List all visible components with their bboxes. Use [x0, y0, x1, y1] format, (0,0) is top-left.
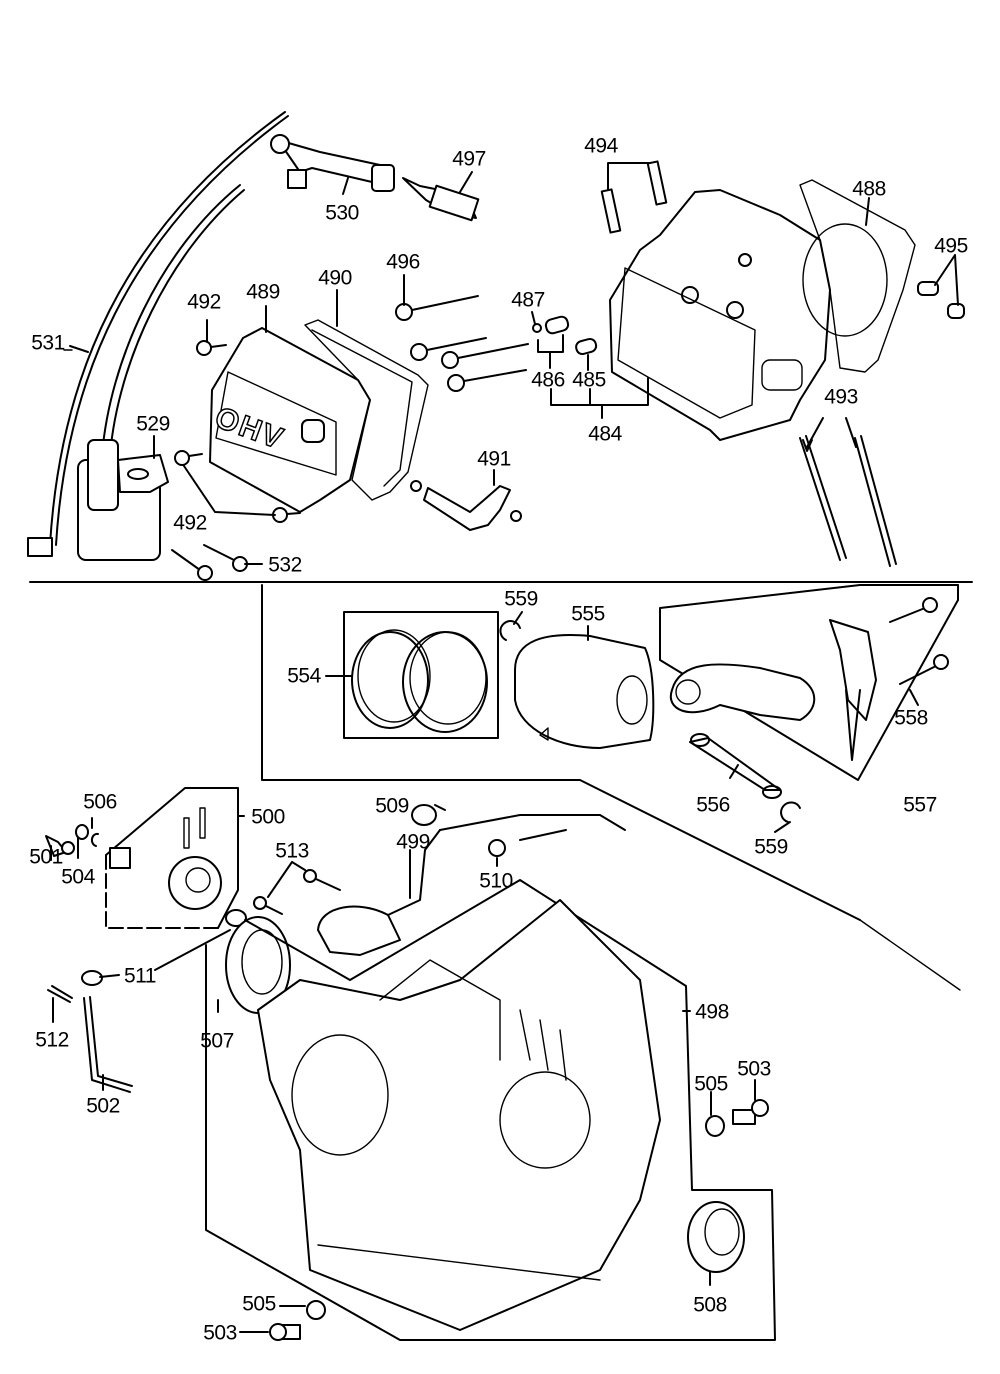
part-label-513[interactable]: 513 — [275, 839, 309, 863]
part-495-dowel-pins — [917, 281, 965, 319]
part-label-531[interactable]: 531 — [31, 331, 65, 355]
part-label-489[interactable]: 489 — [246, 280, 280, 304]
part-label-510[interactable]: 510 — [479, 869, 513, 893]
part-label-503-right[interactable]: 503 — [737, 1057, 771, 1081]
part-label-511[interactable]: 511 — [124, 964, 156, 988]
leader-lines-crankcase — [50, 804, 756, 1333]
part-490-valve-cover-gasket — [304, 319, 429, 501]
part-label-512[interactable]: 512 — [35, 1028, 69, 1052]
part-505-washers — [306, 1115, 725, 1320]
part-label-484[interactable]: 484 — [588, 422, 622, 446]
part-504-washer — [75, 824, 89, 840]
part-label-505-bottom[interactable]: 505 — [242, 1292, 276, 1316]
part-485-valve-guide — [575, 337, 598, 356]
part-489-valve-cover — [209, 327, 371, 513]
part-lead-wire — [101, 184, 245, 456]
part-493-head-studs — [799, 435, 897, 567]
part-511-washer — [81, 909, 247, 986]
part-label-498[interactable]: 498 — [695, 1000, 729, 1024]
part-label-503-bottom[interactable]: 503 — [203, 1321, 237, 1345]
part-label-504[interactable]: 504 — [61, 865, 95, 889]
part-556-piston-pin — [689, 733, 782, 799]
part-label-486[interactable]: 486 — [531, 368, 565, 392]
part-498-crankcase — [257, 899, 661, 1331]
part-label-559-bottom[interactable]: 559 — [754, 835, 788, 859]
leader-lines-piston — [325, 611, 919, 833]
part-509-o-ring — [411, 804, 437, 826]
part-531-ignition-lead — [27, 111, 289, 557]
part-label-502[interactable]: 502 — [86, 1094, 120, 1118]
part-488-head-gasket — [799, 179, 916, 373]
part-508-oil-seal — [687, 1201, 745, 1273]
part-label-557[interactable]: 557 — [903, 793, 937, 817]
part-512-clip — [47, 985, 73, 1003]
part-496-bolts — [395, 295, 529, 392]
part-499-oil-sensor — [317, 814, 626, 956]
part-label-532[interactable]: 532 — [268, 553, 302, 577]
group-box-governor — [105, 787, 239, 931]
part-label-505-right[interactable]: 505 — [694, 1072, 728, 1096]
part-label-492-bottom[interactable]: 492 — [173, 511, 207, 535]
part-491-breather-tube — [410, 480, 522, 531]
part-label-529[interactable]: 529 — [136, 412, 170, 436]
part-502-governor-arm — [83, 996, 133, 1093]
part-label-492-top[interactable]: 492 — [187, 290, 221, 314]
part-label-530[interactable]: 530 — [325, 201, 359, 225]
part-label-509[interactable]: 509 — [375, 794, 409, 818]
part-label-556[interactable]: 556 — [696, 793, 730, 817]
part-554-piston-rings — [351, 629, 488, 733]
part-label-507[interactable]: 507 — [200, 1029, 234, 1053]
part-500-governor-assembly — [109, 807, 222, 910]
part-555-piston — [514, 634, 655, 749]
part-487-clip — [532, 323, 542, 333]
part-label-499[interactable]: 499 — [396, 830, 430, 854]
part-529-ignition-coil — [77, 439, 169, 561]
part-label-501[interactable]: 501 — [29, 845, 63, 869]
part-label-554[interactable]: 554 — [287, 664, 321, 688]
part-label-491[interactable]: 491 — [477, 447, 511, 471]
part-label-487[interactable]: 487 — [511, 288, 545, 312]
part-501-screw — [45, 835, 75, 857]
group-box-crankcase — [205, 879, 776, 1341]
part-558-rod-bolts — [889, 597, 949, 685]
part-506-clip — [90, 832, 99, 847]
part-label-555[interactable]: 555 — [571, 602, 605, 626]
part-484-cylinder-head — [609, 189, 831, 441]
part-557-connecting-rod — [669, 619, 877, 761]
part-503-drain-bolts — [269, 1099, 769, 1341]
part-label-488[interactable]: 488 — [852, 177, 886, 201]
part-label-496[interactable]: 496 — [386, 250, 420, 274]
part-530-spark-plug-cap — [270, 134, 395, 192]
part-510-nut — [488, 839, 506, 857]
part-label-558[interactable]: 558 — [894, 706, 928, 730]
part-label-494[interactable]: 494 — [584, 134, 618, 158]
part-486-valve-guide — [544, 315, 570, 335]
leader-piston-to-crankcase — [859, 919, 961, 991]
part-513-screws — [253, 869, 341, 915]
part-559-circlip — [499, 620, 801, 823]
part-507-bearing — [225, 916, 291, 1014]
part-label-508[interactable]: 508 — [693, 1293, 727, 1317]
part-label-485[interactable]: 485 — [572, 368, 606, 392]
part-label-559-top[interactable]: 559 — [504, 587, 538, 611]
part-label-490[interactable]: 490 — [318, 266, 352, 290]
part-494-studs — [600, 160, 668, 234]
part-label-497[interactable]: 497 — [452, 147, 486, 171]
part-532-bolts — [171, 544, 248, 581]
part-label-500[interactable]: 500 — [251, 805, 285, 829]
part-label-493[interactable]: 493 — [824, 385, 858, 409]
part-492-bolts — [174, 340, 301, 523]
group-box-connecting-rod — [659, 584, 959, 781]
part-label-495[interactable]: 495 — [934, 234, 968, 258]
part-497-spark-plug — [402, 177, 480, 222]
part-label-506[interactable]: 506 — [83, 790, 117, 814]
leader-lines-top — [69, 162, 959, 565]
